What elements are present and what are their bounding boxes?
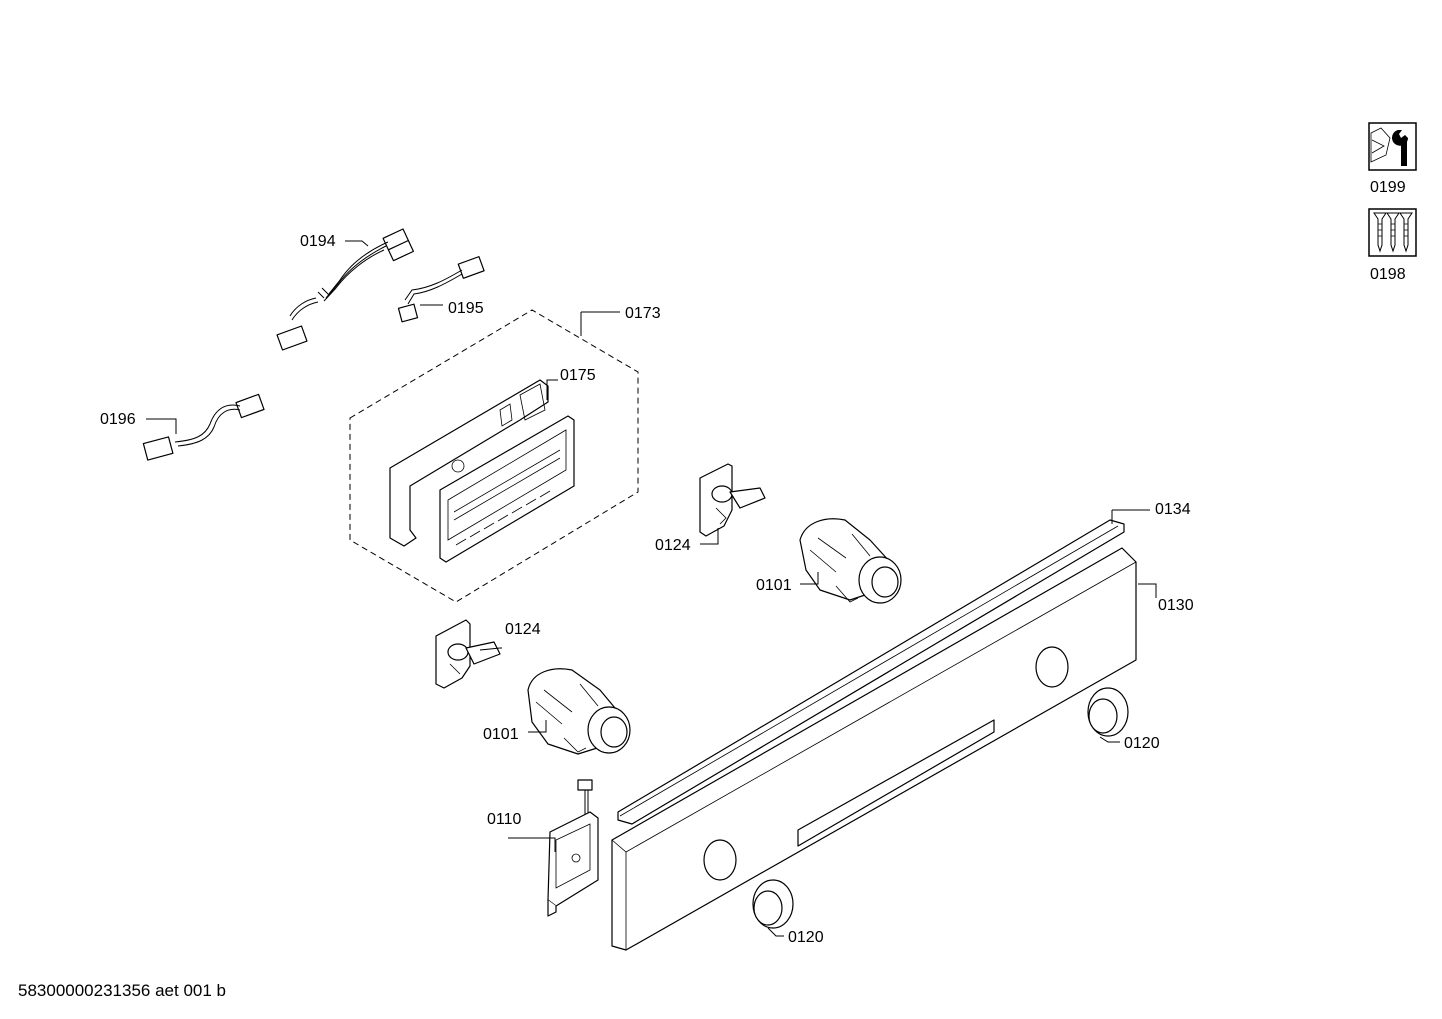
- wiring-harness-0196: [142, 393, 265, 461]
- screws-icon: [1368, 208, 1417, 257]
- wrench-icon: [1368, 122, 1417, 171]
- knob-ring-0120-right: [1087, 687, 1129, 737]
- part-label-0173: 0173: [625, 305, 661, 322]
- wiring-harness-0195: [397, 256, 485, 323]
- part-label-0195: 0195: [448, 300, 484, 317]
- part-label-0101-upper: 0101: [756, 577, 792, 594]
- wiring-harness-0194: [276, 228, 415, 351]
- encoder-knob-0101-lower: [527, 668, 631, 755]
- part-label-0120-lower: 0120: [788, 929, 824, 946]
- control-board-0110: [547, 779, 599, 917]
- part-label-0124-upper: 0124: [655, 537, 691, 554]
- assembly-group-outline: [349, 309, 639, 603]
- drawing-code: 58300000231356 aet 001 b: [18, 981, 226, 1000]
- knob-ring-0120-lower: [752, 879, 794, 929]
- part-label-0110: 0110: [487, 811, 522, 828]
- switch-bracket-0124-upper: [699, 463, 766, 537]
- part-label-0198: 0198: [1370, 266, 1406, 283]
- part-label-0120-right: 0120: [1124, 735, 1160, 752]
- part-label-0130: 0130: [1158, 597, 1194, 614]
- encoder-knob-0101-upper: [799, 518, 902, 604]
- part-label-0199: 0199: [1370, 179, 1406, 196]
- electronic-module-0175: [389, 379, 575, 563]
- part-label-0196: 0196: [100, 411, 136, 428]
- part-label-0101-lower: 0101: [483, 726, 519, 743]
- switch-bracket-0124-lower: [435, 619, 501, 689]
- part-label-0194: 0194: [300, 233, 336, 250]
- part-label-0175: 0175: [560, 367, 596, 384]
- part-label-0124-lower: 0124: [505, 621, 541, 638]
- control-panel-fascia-0130: [611, 547, 1137, 951]
- part-label-0134: 0134: [1155, 501, 1191, 518]
- panel-trim-strip-0134: [617, 519, 1125, 825]
